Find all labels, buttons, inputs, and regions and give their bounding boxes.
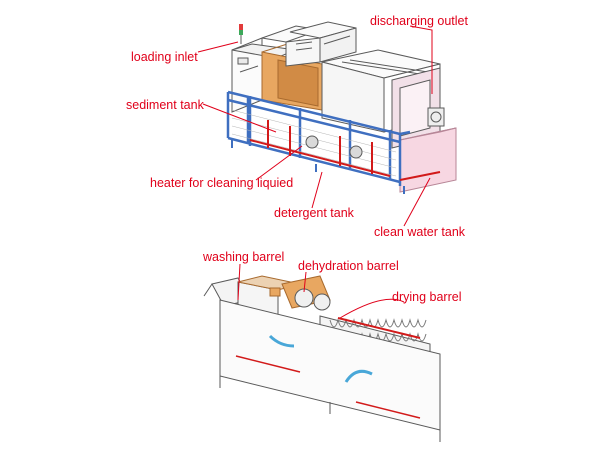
dehydration-barrel-body [281,275,331,311]
label-loading-inlet: loading inlet [131,50,198,64]
label-dehydration-barrel: dehydration barrel [298,259,399,273]
clean-water-tank-body [399,127,457,193]
leader-discharging-outlet [409,25,433,94]
label-drying-barrel: drying barrel [392,290,462,304]
leader-clean-water-tank [403,177,431,227]
leader-loading-inlet [197,41,239,53]
red-pipes [249,120,441,181]
label-heater: heater for cleaning liquied [150,176,294,190]
top-machine-exterior [226,21,457,194]
fan-boxes [261,21,357,67]
bottom-machine-cutaway [203,275,441,442]
copper-panel [261,39,323,111]
label-sediment-tank: sediment tank [126,98,204,112]
pumps [305,135,363,159]
leader-dehydration-barrel [303,271,307,293]
leader-detergent-tank [311,171,323,209]
signal-light [239,24,243,44]
leader-heater [255,145,303,181]
leader-drying-barrel [339,298,405,319]
leader-lines [197,25,433,319]
base-frame [219,299,441,442]
leader-sediment-tank [202,103,277,133]
label-detergent-tank: detergent tank [274,206,354,220]
label-clean-water-tank: clean water tank [374,225,466,239]
discharging-outlet-box [391,67,445,149]
blue-frame [226,90,411,186]
cutaway-pipes [235,334,421,419]
label-washing-barrel: washing barrel [203,250,285,264]
leader-washing-barrel [237,263,241,301]
feet [231,140,405,194]
label-discharging-outlet: discharging outlet [370,14,468,28]
